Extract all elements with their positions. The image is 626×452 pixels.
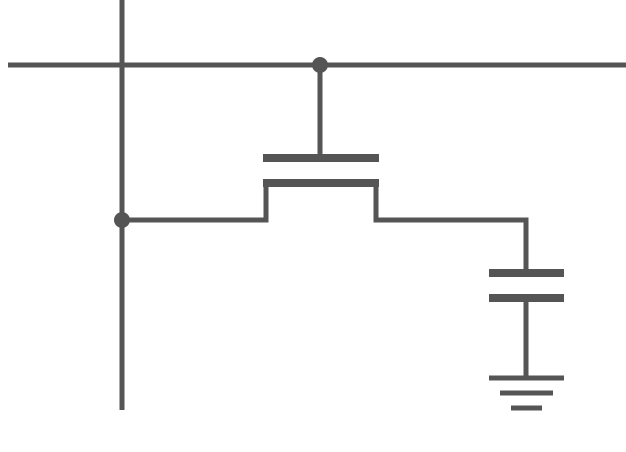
ground-icon	[489, 375, 564, 411]
drain-wire	[373, 183, 529, 273]
source-wire	[122, 183, 269, 223]
